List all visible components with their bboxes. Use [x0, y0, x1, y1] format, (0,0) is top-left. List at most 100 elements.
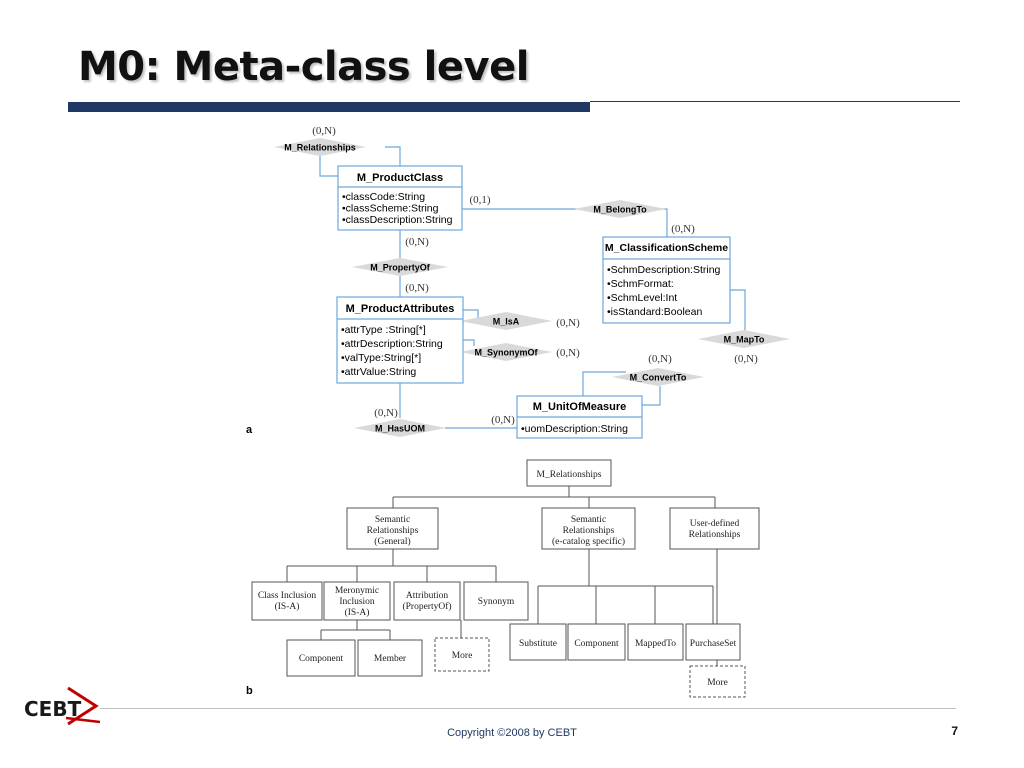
- svg-text:(0,N): (0,N): [648, 353, 672, 365]
- title-underline-thick: [68, 102, 590, 112]
- title-underline-thin: [590, 101, 960, 102]
- svg-text:Meronymic: Meronymic: [335, 586, 379, 596]
- svg-text:Class Inclusion: Class Inclusion: [258, 591, 317, 601]
- svg-text:•classDescription:String: •classDescription:String: [342, 214, 453, 226]
- tree-node-member: Member: [357, 639, 423, 677]
- svg-text:•attrType :String[*]: •attrType :String[*]: [341, 324, 426, 336]
- svg-text:M_HasUOM: M_HasUOM: [375, 424, 425, 434]
- entity-m-unitofmeasure: M_UnitOfMeasure •uomDescription:String: [516, 395, 643, 439]
- figure-label-a: a: [246, 424, 253, 436]
- tree-node-meronymic-inclusion: Meronymic Inclusion (IS-A): [323, 581, 391, 621]
- relationship-m-synonymof: M_SynonymOf: [460, 343, 552, 361]
- svg-text:Synonym: Synonym: [478, 597, 515, 607]
- svg-text:Relationships: Relationships: [563, 526, 615, 536]
- svg-text:•attrValue:String: •attrValue:String: [341, 366, 416, 378]
- tree-node-mappedto: MappedTo: [627, 623, 684, 661]
- svg-text:(PropertyOf): (PropertyOf): [402, 601, 451, 612]
- tree-node-semantic-ecatalog: Semantic Relationships (e-catalog specif…: [541, 507, 636, 550]
- tree-node-synonym: Synonym: [463, 581, 529, 621]
- svg-text:(0,N): (0,N): [734, 353, 758, 365]
- svg-text:M_SynonymOf: M_SynonymOf: [474, 348, 538, 358]
- figure-label-b: b: [246, 685, 253, 697]
- svg-text:More: More: [452, 651, 473, 661]
- slide-title: M0: Meta-class level: [78, 44, 529, 90]
- tree-node-purchaseset: PurchaseSet: [685, 623, 741, 661]
- cebt-logo: CEBT: [24, 686, 101, 726]
- svg-text:•classCode:String: •classCode:String: [342, 191, 425, 203]
- svg-text:•SchmFormat:: •SchmFormat:: [607, 278, 674, 290]
- tree-node-attribution: Attribution (PropertyOf): [393, 581, 461, 621]
- svg-text:(0,N): (0,N): [405, 236, 429, 248]
- svg-text:Semantic: Semantic: [571, 515, 606, 525]
- footer-divider: [100, 708, 956, 709]
- svg-text:M_UnitOfMeasure: M_UnitOfMeasure: [533, 401, 627, 413]
- relationship-m-relationships: M_Relationships: [274, 138, 366, 156]
- svg-text:•isStandard:Boolean: •isStandard:Boolean: [607, 306, 702, 318]
- svg-text:•classScheme:String: •classScheme:String: [342, 203, 439, 215]
- tree-node-more-general: More: [434, 637, 490, 672]
- svg-text:•uomDescription:String: •uomDescription:String: [521, 423, 628, 435]
- svg-text:M_ProductAttributes: M_ProductAttributes: [346, 303, 455, 315]
- entity-m-productattributes: M_ProductAttributes •attrType :String[*]…: [336, 296, 464, 384]
- svg-text:(e-catalog specific): (e-catalog specific): [552, 536, 625, 547]
- svg-text:(0,N): (0,N): [556, 347, 580, 359]
- svg-text:Relationships: Relationships: [689, 530, 741, 540]
- tree-node-class-inclusion: Class Inclusion (IS-A): [251, 581, 323, 621]
- svg-text:Substitute: Substitute: [519, 639, 557, 649]
- svg-text:(0,N): (0,N): [671, 223, 695, 235]
- svg-text:•SchmLevel:Int: •SchmLevel:Int: [607, 292, 677, 304]
- svg-text:Relationships: Relationships: [367, 526, 419, 536]
- tree-node-component-meronymic: Component: [286, 639, 356, 677]
- page-number: 7: [951, 724, 958, 738]
- svg-text:M_PropertyOf: M_PropertyOf: [370, 263, 431, 273]
- svg-text:(IS-A): (IS-A): [275, 601, 300, 612]
- relationship-m-propertyof: M_PropertyOf: [352, 258, 448, 276]
- svg-text:Inclusion: Inclusion: [339, 597, 375, 607]
- svg-text:(0,N): (0,N): [374, 407, 398, 419]
- tree-node-semantic-general: Semantic Relationships (General): [346, 507, 439, 550]
- svg-text:(0,N): (0,N): [491, 414, 515, 426]
- tree-node-user-defined: User-defined Relationships: [669, 507, 760, 550]
- svg-text:Member: Member: [374, 654, 407, 664]
- svg-text:Attribution: Attribution: [406, 591, 448, 601]
- tree-node-component-specific: Component: [567, 623, 626, 661]
- svg-text:Component: Component: [574, 639, 619, 649]
- tree-root-node: M_Relationships: [526, 459, 612, 487]
- copyright-text: Copyright ©2008 by CEBT: [447, 727, 577, 739]
- svg-text:(0,N): (0,N): [556, 317, 580, 329]
- entity-m-productclass: M_ProductClass •classCode:String •classS…: [337, 165, 463, 231]
- svg-text:M_BelongTo: M_BelongTo: [593, 205, 647, 215]
- relationship-m-convertto: M_ConvertTo: [612, 368, 704, 386]
- relationship-m-hasuom: M_HasUOM: [354, 419, 446, 437]
- svg-text:M_ProductClass: M_ProductClass: [357, 172, 443, 184]
- entity-m-classificationscheme: M_ClassificationScheme •SchmDescription:…: [602, 236, 731, 324]
- svg-text:Semantic: Semantic: [375, 515, 410, 525]
- svg-text:More: More: [707, 678, 728, 688]
- tree-node-more-user-defined: More: [689, 665, 746, 698]
- svg-text:(0,1): (0,1): [469, 194, 490, 206]
- svg-text:PurchaseSet: PurchaseSet: [690, 639, 737, 649]
- svg-text:Component: Component: [299, 654, 344, 664]
- svg-text:(General): (General): [374, 536, 410, 547]
- cebt-logo-text: CEBT: [24, 697, 82, 721]
- svg-text:(0,N): (0,N): [312, 125, 336, 137]
- svg-text:(IS-A): (IS-A): [345, 607, 370, 618]
- relationship-taxonomy: M_Relationships Semantic Relationships (…: [251, 459, 760, 698]
- relationship-diamonds: M_Relationships M_BelongTo M_PropertyOf …: [274, 138, 790, 437]
- relationship-m-isa: M_IsA: [460, 312, 552, 330]
- tree-connectors: [286, 486, 718, 666]
- svg-text:(0,N): (0,N): [405, 282, 429, 294]
- svg-text:M_IsA: M_IsA: [493, 317, 520, 327]
- tree-node-substitute: Substitute: [509, 623, 567, 661]
- svg-text:•valType:String[*]: •valType:String[*]: [341, 352, 421, 364]
- svg-text:M_Relationships: M_Relationships: [537, 470, 602, 480]
- svg-text:User-defined: User-defined: [690, 518, 740, 529]
- svg-text:M_ClassificationScheme: M_ClassificationScheme: [605, 242, 728, 254]
- er-connectors: [319, 146, 746, 429]
- svg-text:M_ConvertTo: M_ConvertTo: [630, 373, 687, 383]
- svg-text:•attrDescription:String: •attrDescription:String: [341, 338, 443, 350]
- svg-text:M_MapTo: M_MapTo: [724, 335, 765, 345]
- svg-text:•SchmDescription:String: •SchmDescription:String: [607, 264, 721, 276]
- relationship-m-mapto: M_MapTo: [698, 330, 790, 348]
